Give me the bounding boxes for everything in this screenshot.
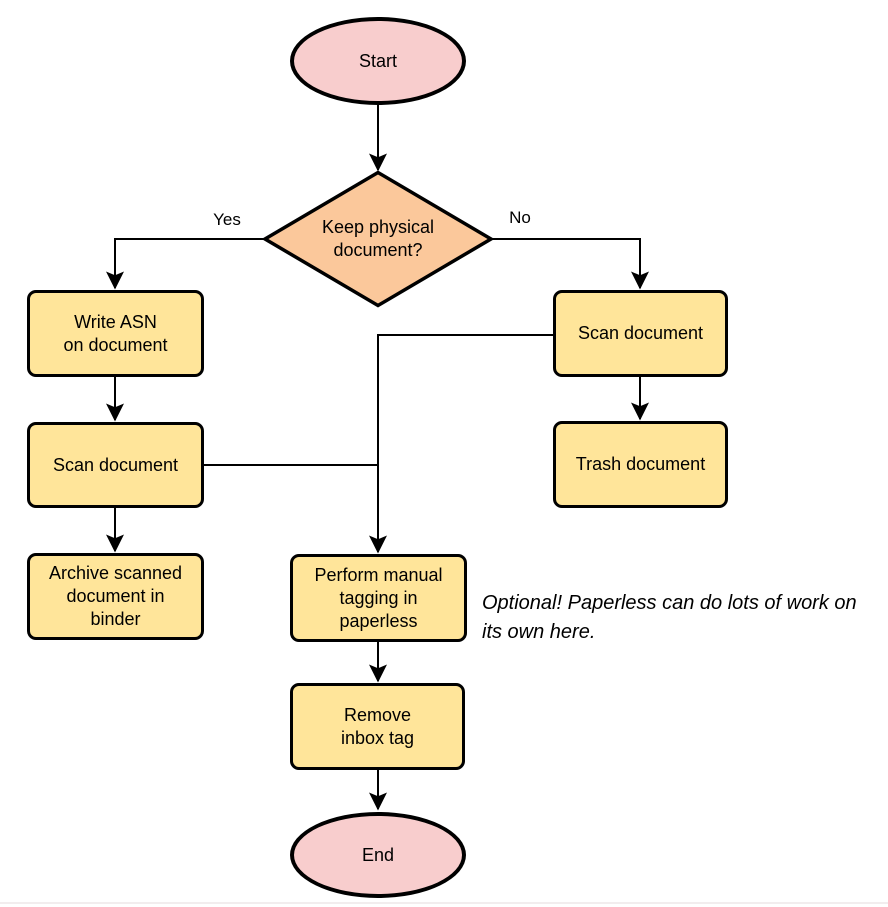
edge-label-yes: Yes [213,210,241,229]
edge-decision-yes-to-write-asn [106,238,265,290]
edge-decision-no-to-scan [491,238,649,290]
edge-label-no: No [509,208,531,227]
scan-document-discard-node: Scan document [553,290,728,377]
bottom-hairline [0,902,888,904]
trash-document-node: Trash document [553,421,728,508]
start-node: Start [290,17,466,105]
archive-document-node: Archive scanned document in binder [27,553,204,640]
manual-tagging-node: Perform manual tagging in paperless [290,554,467,642]
scan-document-keep-node: Scan document [27,422,204,508]
decision-diamond-shape [261,170,495,308]
decision-node-label: Keep physical document? [321,217,435,260]
end-node: End [290,812,466,898]
optional-note: Optional! Paperless can do lots of work … [482,592,857,643]
write-asn-node: Write ASN on document [27,290,204,377]
edge-scan-discard-to-tagging [369,334,553,554]
remove-inbox-tag-node: Remove inbox tag [290,683,465,770]
